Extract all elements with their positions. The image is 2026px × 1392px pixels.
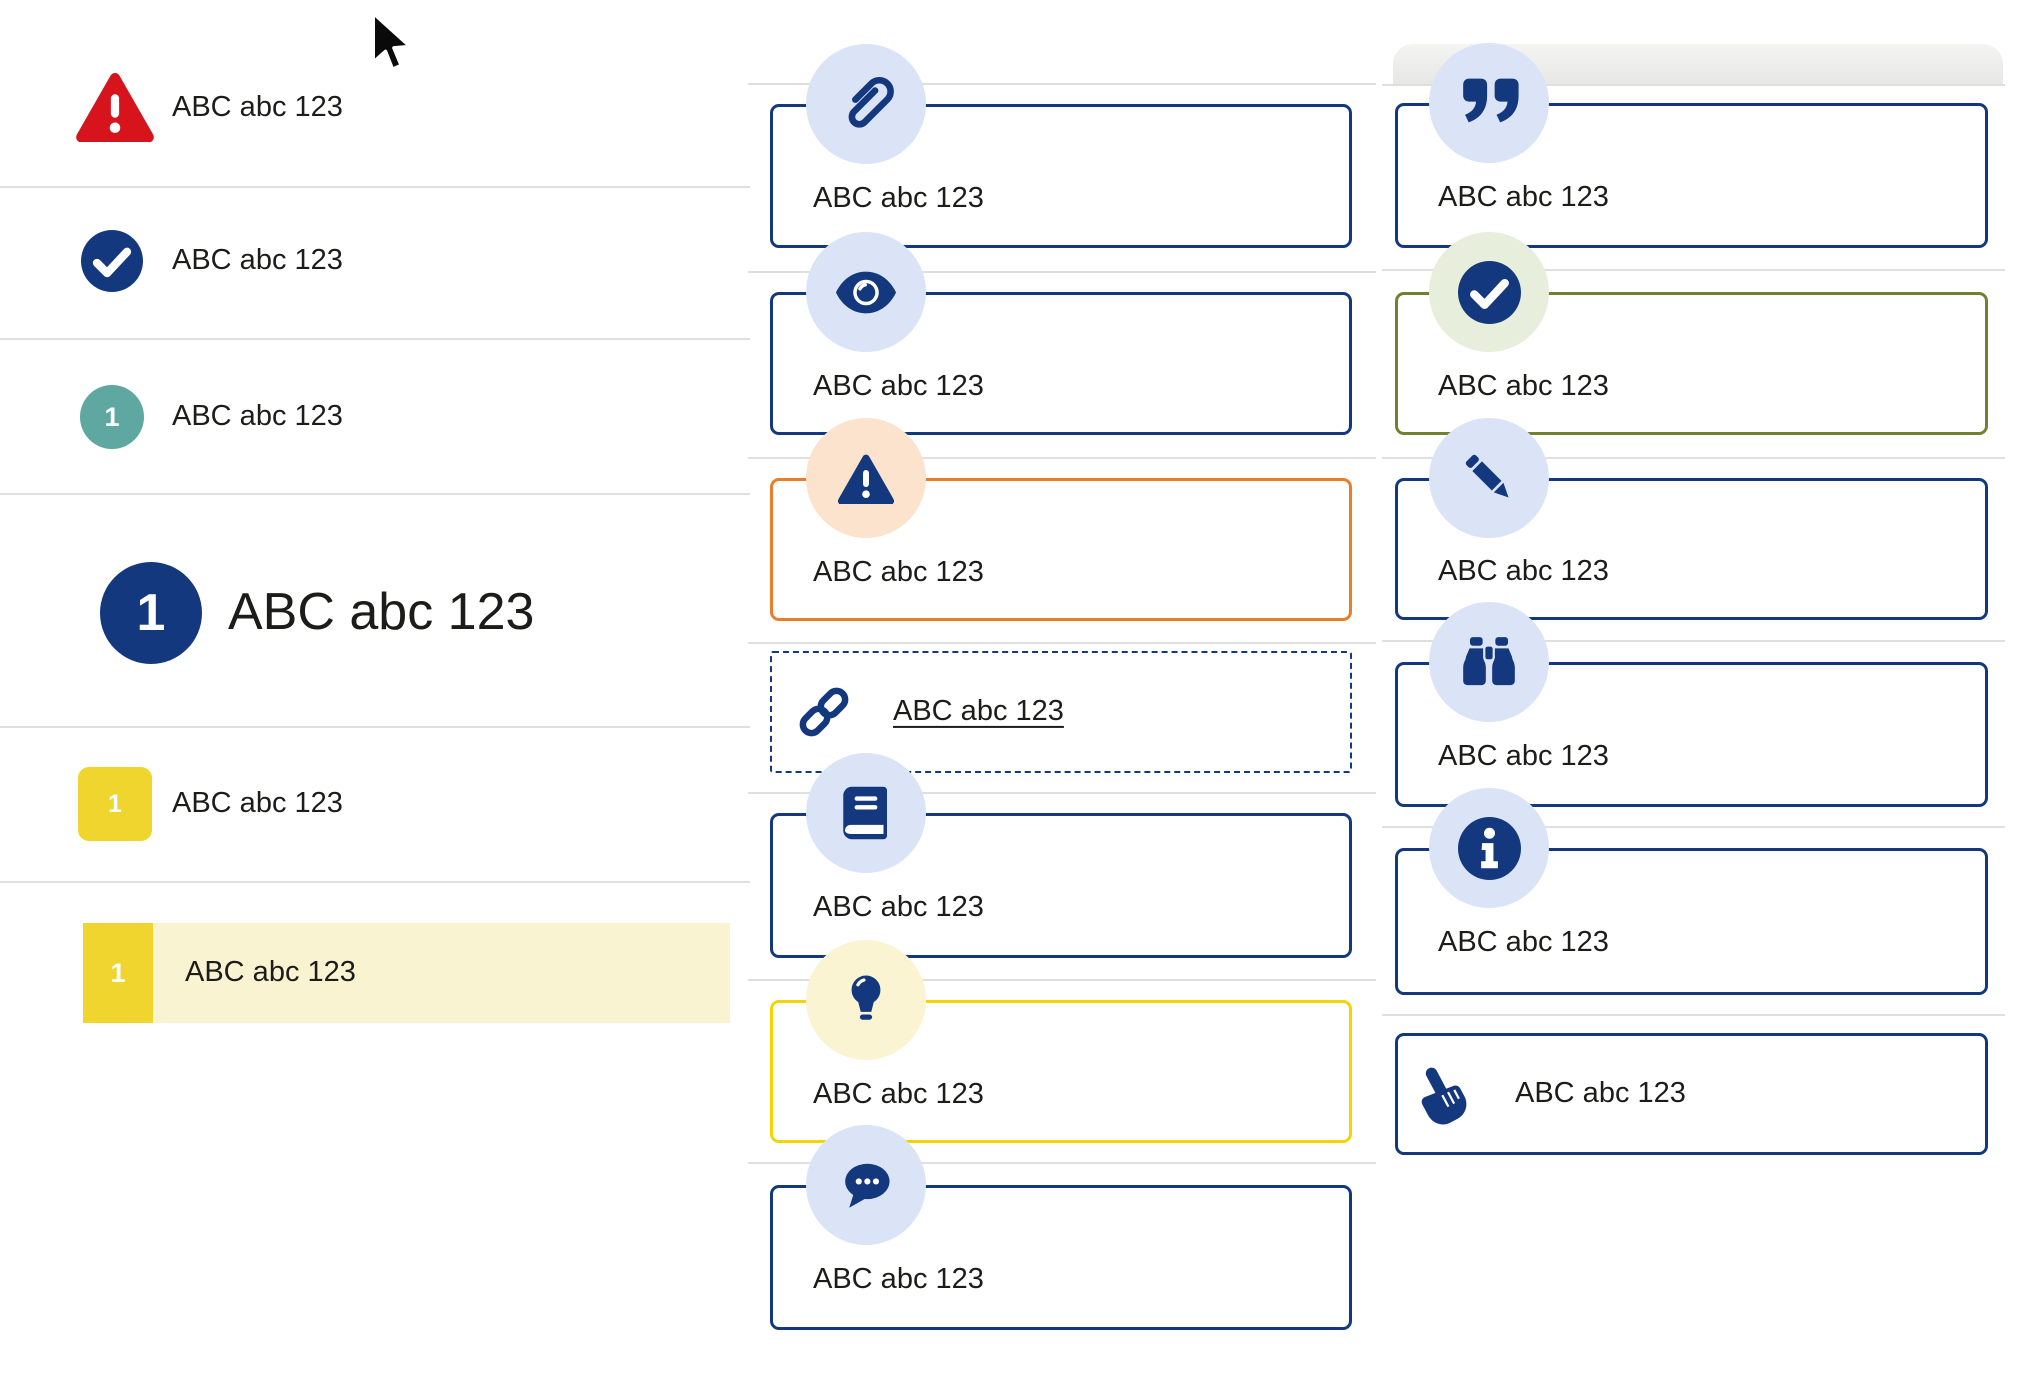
row-line [748,83,1376,85]
list-item-label: ABC abc 123 [172,90,343,123]
icon-circle [1429,43,1549,163]
divider [0,493,750,495]
callout-label: ABC abc 123 [813,1077,984,1110]
icon-circle [1429,602,1549,722]
mouse-cursor-icon [368,10,410,76]
row-line [748,1162,1376,1164]
row-line [1382,640,2005,642]
row-line [1382,84,2005,86]
callout-label: ABC abc 123 [1438,739,1609,772]
list-item-label: ABC abc 123 [172,399,343,432]
number-badge-yellow-block: 1 [83,923,153,1023]
icon-circle [806,232,926,352]
row-line [1382,826,2005,828]
row-line [1382,457,2005,459]
divider [0,338,750,340]
icon-circle [806,753,926,873]
binoculars-icon [1460,633,1518,691]
list-item-label: ABC abc 123 [172,786,343,819]
divider [0,186,750,188]
row-line [748,642,1376,644]
divider [0,726,750,728]
callout-label: ABC abc 123 [1438,180,1609,213]
row-line [748,271,1376,273]
row-line [1382,269,2005,271]
icon-circle [1429,232,1549,352]
callout-label: ABC abc 123 [813,890,984,923]
row-line [1382,1014,2005,1016]
callout-label: ABC abc 123 [813,181,984,214]
eye-icon [835,270,897,315]
list-item-label-large: ABC abc 123 [228,582,535,641]
check-circle-icon [1458,261,1521,324]
callout-label: ABC abc 123 [813,369,984,402]
callout-box-link [770,651,1352,773]
book-icon [838,785,894,841]
quote-icon [1458,77,1520,130]
check-circle-icon [81,230,143,292]
list-item-label: ABC abc 123 [172,243,343,276]
callout-label: ABC abc 123 [1438,925,1609,958]
icon-circle [806,940,926,1060]
list-item-label: ABC abc 123 [185,955,356,988]
callout-label: ABC abc 123 [1438,554,1609,587]
callout-label: ABC abc 123 [813,555,984,588]
callout-box-hand [1395,1033,1988,1155]
lightbulb-icon [838,972,894,1028]
callout-label: ABC abc 123 [1438,369,1609,402]
icon-circle [806,44,926,164]
link-icon [795,683,853,741]
icon-circle [1429,788,1549,908]
callout-link-text[interactable]: ABC abc 123 [893,694,1064,727]
warning-triangle-icon [75,70,155,142]
number-badge-large: 1 [100,562,202,664]
icon-circle [806,418,926,538]
info-circle-icon [1458,817,1521,880]
row-line [748,979,1376,981]
callout-box-book [770,813,1352,958]
row-line [748,792,1376,794]
icon-circle [806,1125,926,1245]
callout-label: ABC abc 123 [813,1262,984,1295]
number-badge-teal: 1 [80,385,144,449]
hand-pointer-icon [1414,1062,1478,1126]
pencil-icon [1460,449,1518,507]
row-line [748,457,1376,459]
paperclip-icon [835,73,897,135]
chat-dots-icon [837,1159,895,1212]
highlight-band [83,923,730,1023]
warning-triangle-icon [837,453,895,504]
icon-circle [1429,418,1549,538]
divider [0,881,750,883]
number-badge-yellow: 1 [78,767,152,841]
callout-label: ABC abc 123 [1515,1076,1686,1109]
